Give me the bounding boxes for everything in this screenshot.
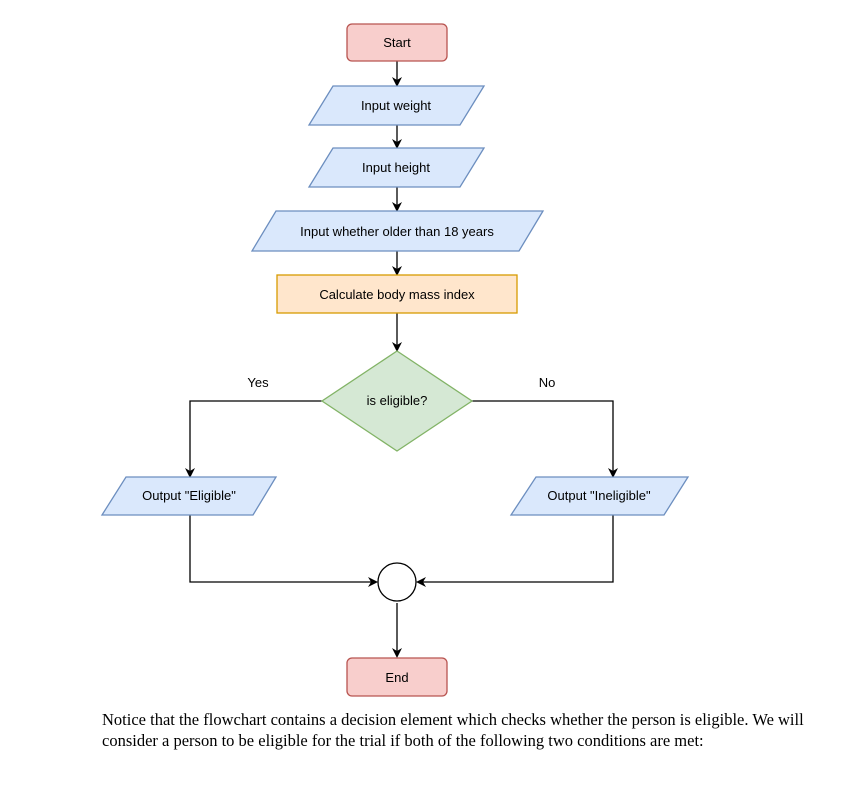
input-weight-shape (307, 85, 486, 126)
input-age-label: Input whether older than 18 years (300, 224, 494, 239)
input-height-node: Input height (307, 147, 486, 188)
decision-label: is eligible? (367, 393, 428, 408)
end-label: End (385, 670, 408, 685)
arrow-no-branch (472, 400, 618, 478)
input-age-shape (250, 210, 545, 252)
arrow-ineligible-to-merge (416, 515, 614, 587)
output-ineligible-node: Output "Ineligible" (509, 476, 690, 516)
input-weight-node: Input weight (307, 85, 486, 126)
input-weight-label: Input weight (361, 98, 431, 113)
start-label: Start (383, 35, 411, 50)
connector-lines (185, 61, 618, 658)
output-eligible-node: Output "Eligible" (100, 476, 278, 516)
body-paragraph: Notice that the flowchart contains a dec… (102, 710, 804, 750)
output-ineligible-shape (509, 476, 690, 516)
calculate-shape (276, 274, 518, 314)
flowchart-diagram: Start Input weight Input height Input wh… (100, 23, 690, 697)
decision-node: is eligible? (320, 350, 474, 452)
yes-label: Yes (247, 375, 269, 390)
end-node: End (346, 657, 448, 697)
output-ineligible-label: Output "Ineligible" (547, 488, 651, 503)
start-shape (346, 23, 448, 62)
merge-connector (377, 562, 417, 602)
decision-shape (320, 350, 474, 452)
input-height-shape (307, 147, 486, 188)
no-label: No (539, 375, 556, 390)
end-shape (346, 657, 448, 697)
output-eligible-label: Output "Eligible" (142, 488, 236, 503)
calculate-label: Calculate body mass index (319, 287, 475, 302)
input-age-node: Input whether older than 18 years (250, 210, 545, 252)
calculate-node: Calculate body mass index (276, 274, 518, 314)
input-height-label: Input height (362, 160, 430, 175)
arrow-yes-branch (185, 400, 322, 478)
start-node: Start (346, 23, 448, 62)
arrow-eligible-to-merge (189, 515, 378, 587)
output-eligible-shape (100, 476, 278, 516)
